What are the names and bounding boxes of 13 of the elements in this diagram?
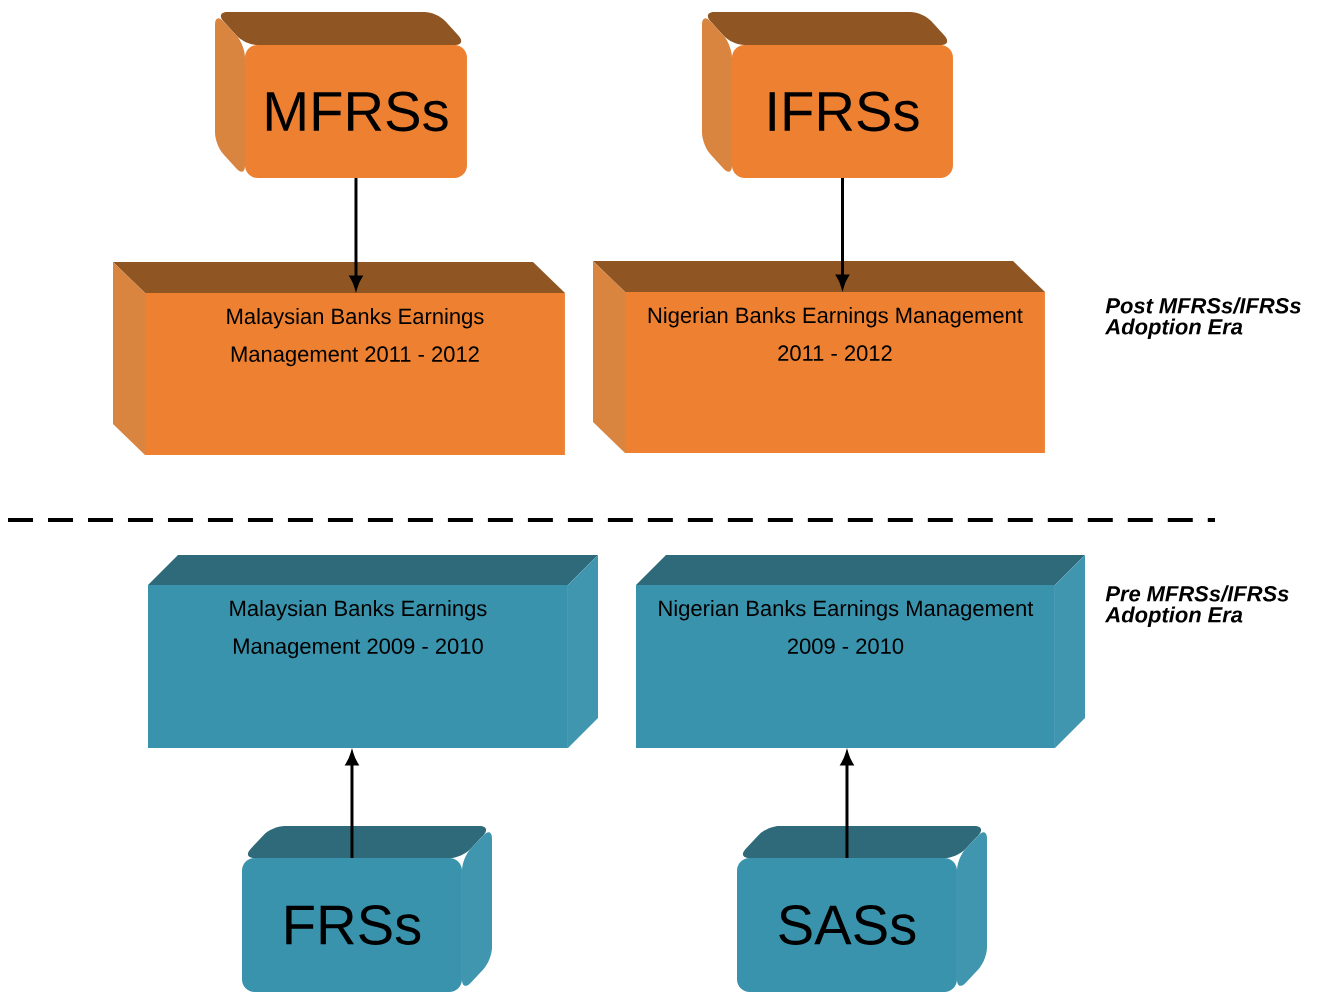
block: MFRSs <box>215 12 467 178</box>
box: Malaysian Banks Earnings Management 2011 - 2012 <box>113 262 565 455</box>
arrow <box>349 178 363 290</box>
box: Malaysian Banks Earnings Management 2009 - 2010 <box>148 555 598 748</box>
era-label: Post MFRSs/IFRSs Adoption Era <box>1104 297 1301 339</box>
era-label: Pre MFRSs/IFRSs Adoption Era <box>1104 585 1289 627</box>
block: SASs <box>737 826 987 992</box>
arrow <box>345 751 359 858</box>
box: Nigerian Banks Earnings Management 2011 - 2012 <box>593 261 1045 453</box>
arrow <box>840 751 854 858</box>
block: FRSs <box>242 826 492 992</box>
block: IFRSs <box>702 12 953 178</box>
box: Nigerian Banks Earnings Management 2009 - 2010 <box>636 555 1085 748</box>
